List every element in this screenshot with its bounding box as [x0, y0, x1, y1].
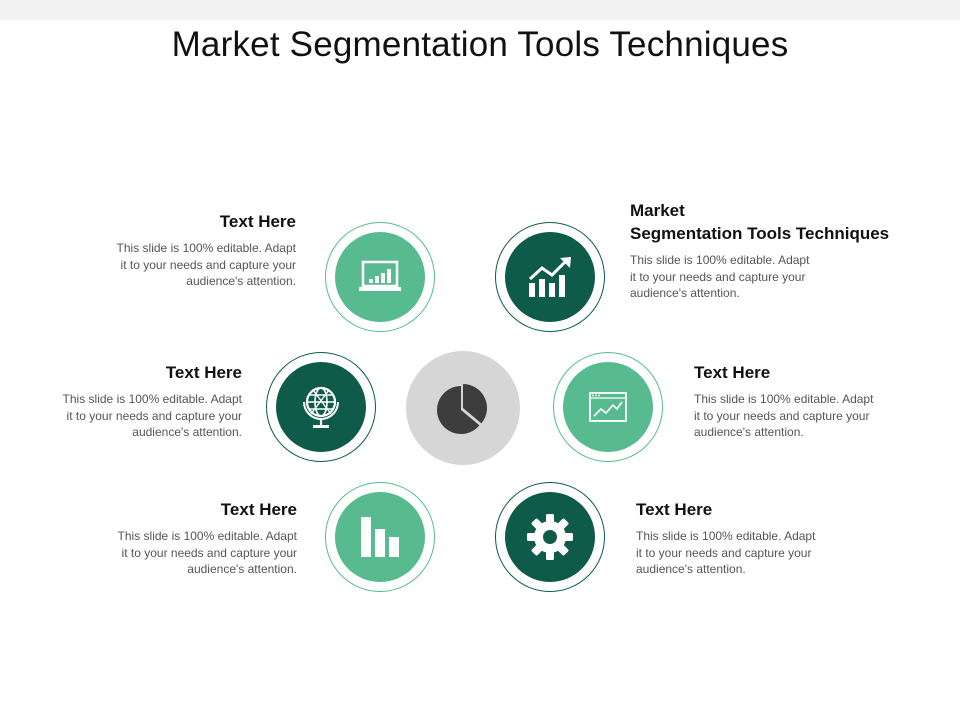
node-disc: [505, 232, 595, 322]
node-ring: [495, 482, 605, 592]
body-line: This slide is 100% editable. Adapt: [636, 529, 816, 543]
body-line: audience's attention.: [186, 274, 296, 288]
block-body: This slide is 100% editable. Adapt it to…: [630, 252, 940, 302]
node-disc: [563, 362, 653, 452]
body-line: audience's attention.: [132, 425, 242, 439]
body-line: it to your needs and capture your: [121, 545, 297, 560]
body-line: audience's attention.: [636, 562, 746, 576]
node-ring: [325, 222, 435, 332]
text-block-bottom-right: Text Here This slide is 100% editable. A…: [636, 498, 866, 578]
body-line: audience's attention.: [630, 286, 740, 300]
text-block-middle-right: Text Here This slide is 100% editable. A…: [694, 361, 924, 441]
node-ring: [495, 222, 605, 332]
body-line: This slide is 100% editable. Adapt: [117, 529, 297, 543]
bar-chart-icon: [361, 517, 399, 557]
text-block-middle-left: Text Here This slide is 100% editable. A…: [12, 361, 242, 441]
body-line: it to your needs and capture your: [694, 408, 870, 423]
slide-title: Market Segmentation Tools Techniques: [171, 25, 789, 64]
node-disc: [335, 492, 425, 582]
center-hub: [406, 351, 520, 465]
body-line: it to your needs and capture your: [636, 545, 812, 560]
node-middle-left: [266, 352, 376, 462]
laptop-chart-icon: [359, 260, 401, 291]
node-ring: [325, 482, 435, 592]
block-body: This slide is 100% editable. Adapt it to…: [67, 528, 297, 578]
node-middle-right: [553, 352, 663, 462]
node-bottom-left: [325, 482, 435, 592]
block-body: This slide is 100% editable. Adapt it to…: [12, 391, 242, 441]
block-body: This slide is 100% editable. Adapt it to…: [636, 528, 866, 578]
node-disc: [276, 362, 366, 452]
heading-line: Market: [630, 201, 685, 220]
growth-chart-icon: [528, 257, 571, 297]
block-heading: Market Segmentation Tools Techniques: [630, 199, 940, 245]
body-line: This slide is 100% editable. Adapt: [62, 392, 242, 406]
pie-chart-icon: [437, 384, 487, 434]
globe-icon: [303, 386, 339, 428]
node-ring: [266, 352, 376, 462]
block-heading: Text Here: [694, 363, 771, 382]
line-chart-window-icon: [589, 392, 627, 422]
text-block-top-right: Market Segmentation Tools Techniques Thi…: [630, 199, 940, 302]
block-body: This slide is 100% editable. Adapt it to…: [694, 391, 924, 441]
node-top-left: [325, 222, 435, 332]
block-heading: Text Here: [165, 363, 242, 382]
text-block-top-left: Text Here This slide is 100% editable. A…: [66, 210, 296, 290]
body-line: it to your needs and capture your: [66, 408, 242, 423]
node-ring: [553, 352, 663, 462]
node-disc: [505, 492, 595, 582]
block-heading: Text Here: [636, 500, 713, 519]
node-top-right: [495, 222, 605, 332]
block-heading: Text Here: [220, 500, 297, 519]
body-line: audience's attention.: [187, 562, 297, 576]
block-body: This slide is 100% editable. Adapt it to…: [66, 240, 296, 290]
body-line: it to your needs and capture your: [120, 257, 296, 272]
body-line: This slide is 100% editable. Adapt: [116, 241, 296, 255]
body-line: This slide is 100% editable. Adapt: [694, 392, 874, 406]
node-bottom-right: [495, 482, 605, 592]
body-line: audience's attention.: [694, 425, 804, 439]
body-line: This slide is 100% editable. Adapt: [630, 253, 810, 267]
gear-icon: [527, 514, 573, 560]
node-disc: [335, 232, 425, 322]
block-heading: Text Here: [219, 212, 296, 231]
body-line: it to your needs and capture your: [630, 269, 806, 284]
text-block-bottom-left: Text Here This slide is 100% editable. A…: [67, 498, 297, 578]
top-strip: [0, 0, 960, 20]
heading-line: Segmentation Tools Techniques: [630, 224, 890, 243]
